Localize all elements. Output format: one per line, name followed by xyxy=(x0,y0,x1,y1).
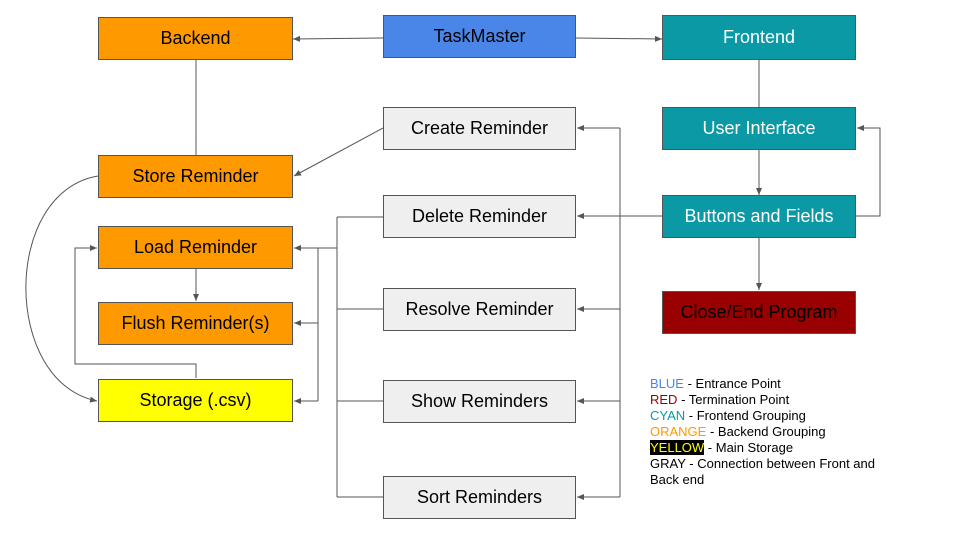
node-taskmaster: TaskMaster xyxy=(383,15,576,58)
legend-entry-gray-line1: GRAY - Connection between Front and xyxy=(650,456,875,471)
node-user-interface: User Interface xyxy=(662,107,856,150)
node-load-reminder: Load Reminder xyxy=(98,226,293,269)
legend-entry-cyan: CYAN - Frontend Grouping xyxy=(650,408,806,423)
edge-taskmaster-backend xyxy=(292,35,384,42)
legend-entry-yellow: YELLOW - Main Storage xyxy=(650,440,794,455)
edge-taskmaster-frontend xyxy=(575,35,663,42)
node-frontend: Frontend xyxy=(662,15,856,60)
legend-entry-gray-line2: Back end xyxy=(650,472,705,487)
node-buttons-fields: Buttons and Fields xyxy=(662,195,856,238)
edge-storage-load xyxy=(74,245,197,378)
legend-entry-blue: BLUE - Entrance Point xyxy=(650,376,781,391)
node-delete-reminder: Delete Reminder xyxy=(383,195,576,238)
node-backend: Backend xyxy=(98,17,293,60)
node-close-end: Close/End Program xyxy=(662,291,856,334)
edge-create-store xyxy=(293,127,384,177)
node-resolve-reminder: Resolve Reminder xyxy=(383,288,576,331)
node-flush-reminders: Flush Reminder(s) xyxy=(98,302,293,345)
node-create-reminder: Create Reminder xyxy=(383,107,576,150)
node-sort-reminders: Sort Reminders xyxy=(383,476,576,519)
node-show-reminders: Show Reminders xyxy=(383,380,576,423)
legend-entry-orange: ORANGE - Backend Grouping xyxy=(650,424,826,439)
legend: BLUE - Entrance Point RED - Termination … xyxy=(650,376,875,488)
edge-buttons-ui xyxy=(856,125,881,217)
node-store-reminder: Store Reminder xyxy=(98,155,293,198)
node-storage: Storage (.csv) xyxy=(98,379,293,422)
legend-entry-red: RED - Termination Point xyxy=(650,392,790,407)
edge-store-storage xyxy=(25,175,99,403)
